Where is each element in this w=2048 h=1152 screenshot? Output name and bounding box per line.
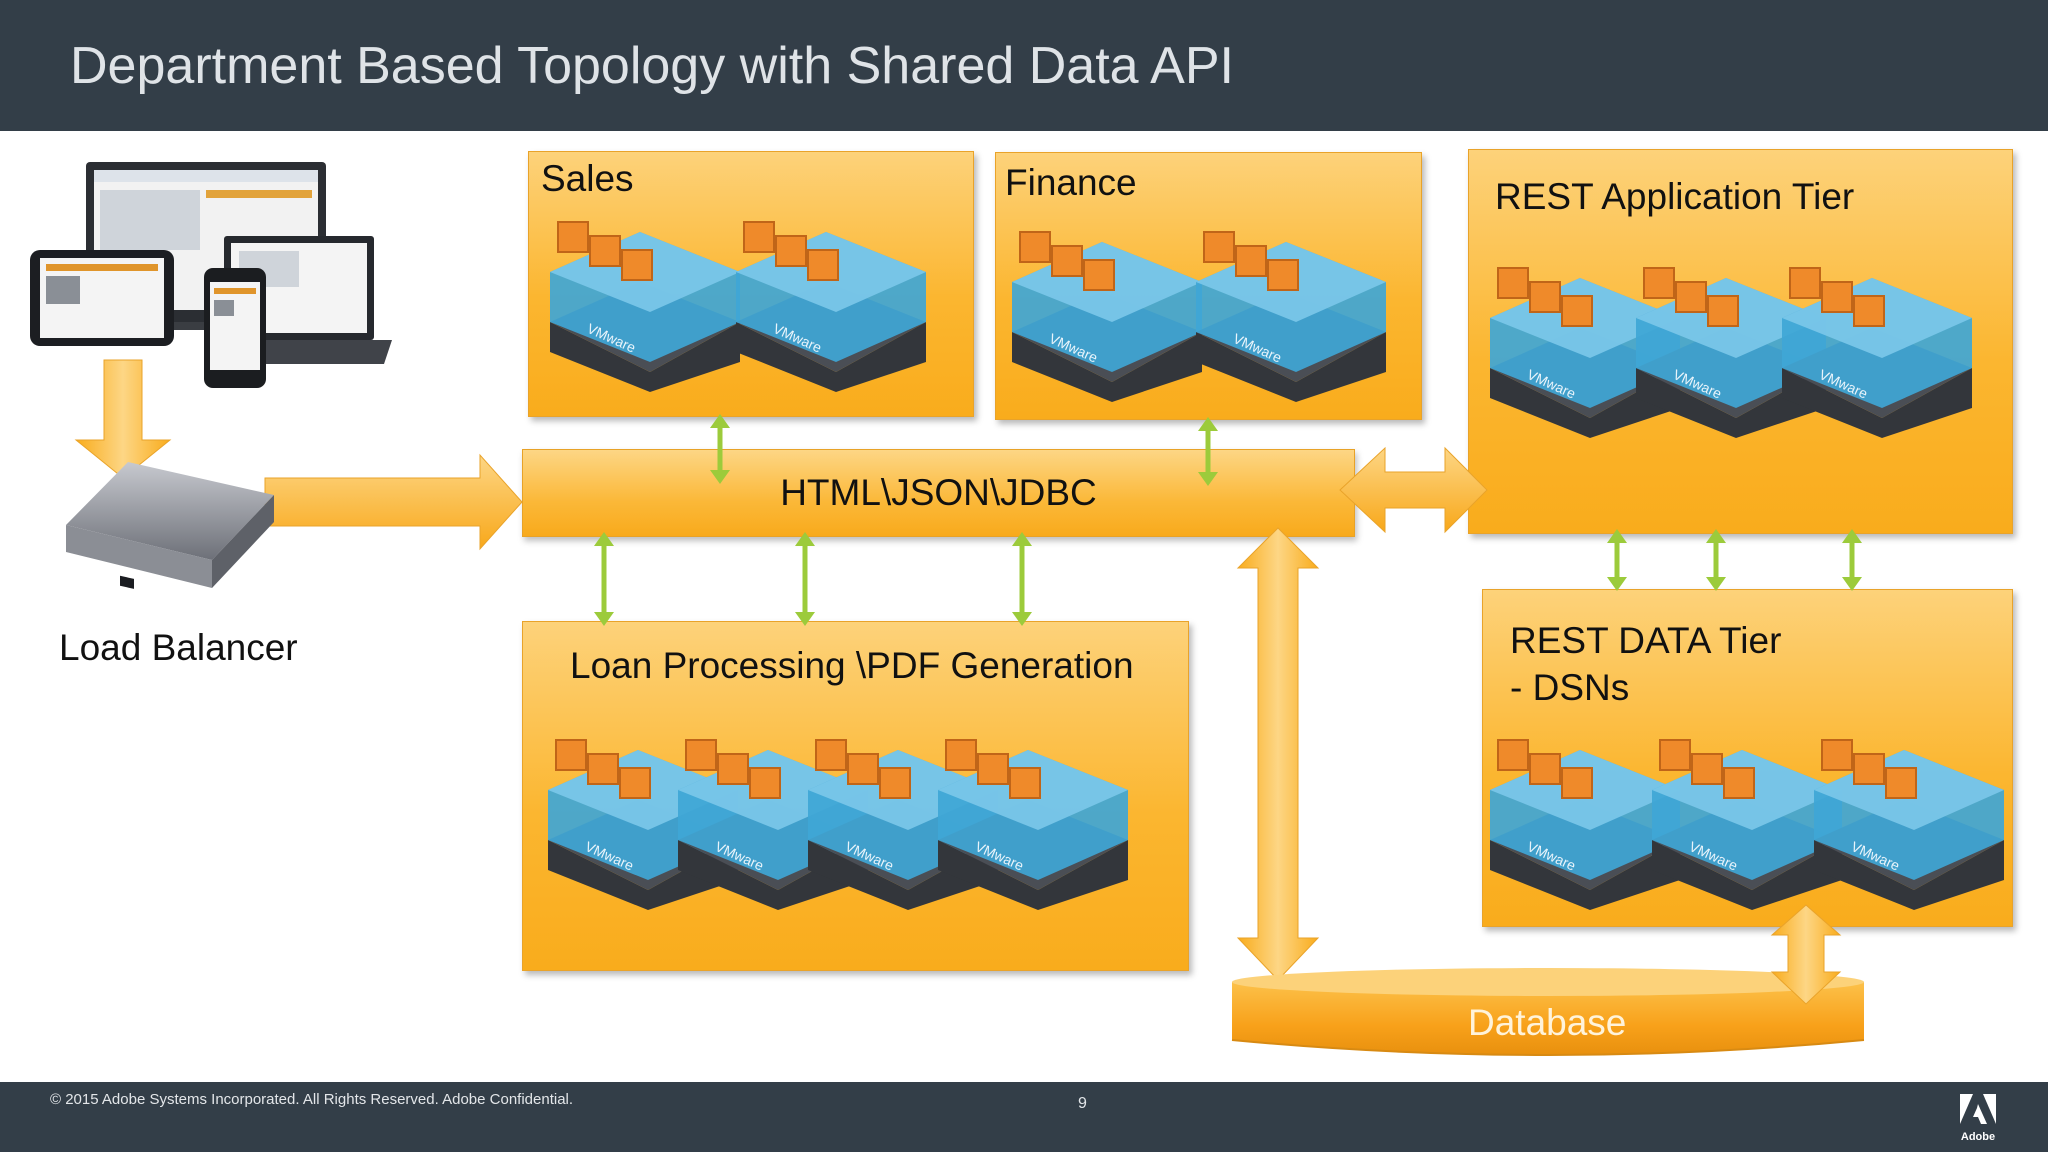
html-json-jdbc-bus: HTML\JSON\JDBC xyxy=(522,449,1355,537)
vmware-server-icon: VMware xyxy=(1782,267,1972,438)
vmware-server-icon: VMware xyxy=(1490,267,1680,438)
adobe-logo-icon: Adobe xyxy=(1960,1094,1996,1142)
database-label: Database xyxy=(1468,1002,1627,1043)
vmware-server-icon: VMware xyxy=(550,221,740,392)
devices-to-lb-arrow xyxy=(74,359,172,479)
vmware-server-icon: VMware xyxy=(1652,739,1842,910)
vmware-server-icon: VMware xyxy=(1490,739,1680,910)
adobe-logo-text: Adobe xyxy=(1961,1131,1995,1142)
vmware-server-icon: VMware xyxy=(1636,267,1826,438)
lb-to-bus-arrow xyxy=(264,453,523,551)
network-switch-icon xyxy=(66,462,274,589)
rest-data-tier-label-line1: REST DATA Tier xyxy=(1510,620,1782,661)
vmware-server-icon: VMware xyxy=(736,221,926,392)
green-connectors xyxy=(594,414,1862,626)
bus-label: HTML\JSON\JDBC xyxy=(780,472,1097,513)
vmware-server-icon: VMware xyxy=(1196,231,1386,402)
vmware-server-icon: VMware xyxy=(1814,739,2004,910)
rest-data-tier-label-line2: - DSNs xyxy=(1510,667,1630,708)
database-cylinder-icon xyxy=(1231,968,1865,1056)
copyright-text: © 2015 Adobe Systems Incorporated. All R… xyxy=(50,1091,574,1108)
loan-processing-label: Loan Processing \PDF Generation xyxy=(570,645,1134,686)
footer-bar xyxy=(0,1082,2048,1152)
load-balancer-label: Load Balancer xyxy=(59,627,298,668)
header-bar xyxy=(0,0,2048,131)
page-number: 9 xyxy=(1078,1095,1087,1112)
vmware-server-icon: VMware xyxy=(1012,231,1202,402)
rest-application-tier-label: REST Application Tier xyxy=(1495,176,1855,217)
sales-label: Sales xyxy=(541,158,634,199)
bus-to-rest-app-arrow xyxy=(1339,446,1488,534)
bus-to-database-arrow xyxy=(1236,527,1320,981)
rest-data-to-database-arrow xyxy=(1770,904,1842,1005)
slide-title: Department Based Topology with Shared Da… xyxy=(70,37,1234,95)
client-devices-icon xyxy=(30,162,392,388)
vmware-server-icon: VMware xyxy=(938,739,1128,910)
finance-label: Finance xyxy=(1005,162,1137,203)
